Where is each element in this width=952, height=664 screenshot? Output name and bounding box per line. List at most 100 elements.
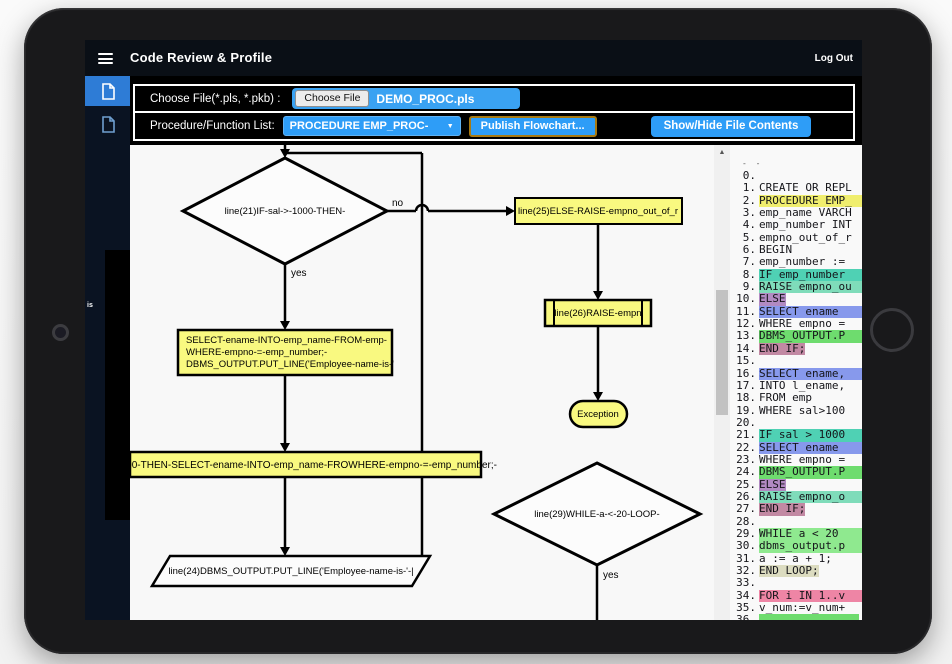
procedure-list-label: Procedure/Function List: — [150, 120, 275, 132]
camera-icon — [52, 324, 69, 341]
node-label: DBMS_OUTPUT.PUT_LINE('Employee-name-is-' — [186, 359, 394, 370]
code-line: 17.INTO l_ename, — [736, 379, 846, 392]
code-line: 21.IF sal > 1000 — [730, 429, 862, 442]
tablet-frame: Code Review & Profile Log Out — [24, 8, 932, 654]
arrowhead-icon — [593, 291, 603, 300]
arrowhead-icon — [280, 443, 290, 452]
edge-label-no: no — [392, 198, 404, 209]
edge-label-yes: yes — [603, 570, 619, 581]
code-line: 6.BEGIN — [742, 244, 793, 257]
hamburger-menu-icon[interactable] — [98, 53, 113, 64]
node-output-parallelogram: line(24)DBMS_OUTPUT.PUT_LINE('Employee-n… — [149, 554, 433, 588]
chevron-down-icon: ▼ — [446, 122, 454, 130]
sidebar: is — [85, 76, 130, 620]
sidebar-item-file-1[interactable] — [85, 76, 130, 106]
code-line: 24.DBMS_OUTPUT.P — [730, 466, 862, 479]
code-line: 20. — [736, 416, 756, 429]
code-line: 10.ELSE — [736, 293, 786, 306]
code-line: 28. — [736, 515, 756, 528]
logout-button[interactable]: Log Out — [814, 53, 853, 64]
node-label: line(25)ELSE-RAISE-empno_out_of_r — [518, 206, 678, 217]
node-label: line(21)IF-sal->-1000-THEN- — [225, 206, 346, 217]
code-line: 0. — [742, 170, 756, 182]
publish-flowchart-button[interactable]: Publish Flowchart... — [468, 115, 597, 137]
code-line: 15. — [736, 355, 756, 368]
home-button[interactable] — [870, 308, 914, 352]
code-line: 3.emp_name VARCH — [742, 207, 852, 220]
document-icon — [101, 115, 115, 133]
app-screen: Code Review & Profile Log Out — [85, 40, 862, 620]
code-line: 36. — [730, 614, 862, 620]
arrowhead-icon — [280, 547, 290, 556]
code-line: 22.SELECT ename — [730, 441, 862, 454]
node-label: line(24)DBMS_OUTPUT.PUT_LINE('Employee-n… — [168, 566, 413, 577]
node-while-diamond: line(29)WHILE-a-<-20-LOOP- — [490, 461, 704, 567]
node-if-diamond: line(21)IF-sal->-1000-THEN- — [179, 156, 391, 266]
node-assign-wide: 1000-THEN-SELECT-ename-INTO-emp_name-FRO… — [130, 450, 497, 479]
arrowhead-icon — [280, 149, 290, 158]
scroll-up-icon[interactable]: ▲ — [718, 149, 726, 156]
node-exception: Exception — [568, 399, 629, 429]
code-line: 14.END IF; — [736, 342, 806, 356]
scrollbar-thumb[interactable] — [716, 290, 728, 415]
code-scrollbar[interactable]: ▲ — [714, 145, 730, 620]
node-label: line(26)RAISE-empn — [554, 308, 641, 319]
node-label: SELECT-ename-INTO-emp_name-FROM-emp- — [186, 335, 387, 346]
choose-file-label: Choose File(*.pls, *.pkb) : — [150, 92, 281, 105]
code-line: 29.WHILE a < 20 — [730, 527, 862, 541]
code-line: 4.emp_number INT — [742, 219, 852, 232]
flowchart-canvas: line(21)IF-sal->-1000-THEN- no yes line(… — [130, 145, 862, 620]
code-top-fragment: - - — [742, 159, 763, 168]
code-line: 1.CREATE OR REPL — [742, 182, 852, 195]
file-row: Choose File(*.pls, *.pkb) : Choose File … — [135, 86, 853, 113]
code-line: 18.FROM emp — [736, 392, 812, 405]
node-label: line(29)WHILE-a-<-20-LOOP- — [534, 509, 659, 520]
edge-label-yes: yes — [291, 268, 307, 279]
toggle-file-contents-button[interactable]: Show/Hide File Contents — [650, 115, 812, 137]
arrowhead-icon — [280, 321, 290, 330]
code-line: 13.DBMS_OUTPUT.P — [730, 330, 862, 343]
sidebar-panel-strip — [105, 250, 130, 520]
code-line: 9.RAISE empno_ou — [730, 281, 862, 294]
selected-file-name: DEMO_PROC.pls — [376, 91, 475, 106]
choose-file-button[interactable]: Choose File — [295, 90, 370, 107]
code-line: 2.PROCEDURE EMP_ — [730, 194, 862, 208]
code-line: 25.ELSE — [736, 478, 786, 491]
code-line: 30.dbms_output.p — [730, 540, 862, 553]
code-line: 26.RAISE empno_o — [730, 490, 862, 504]
toolbar: Choose File(*.pls, *.pkb) : Choose File … — [130, 76, 862, 145]
code-line: 32.END LOOP; — [736, 565, 819, 578]
file-input[interactable]: Choose File DEMO_PROC.pls — [292, 88, 521, 109]
node-label: WHERE-empno-=-emp_number;- — [186, 347, 327, 358]
edge-hop-arc — [414, 203, 430, 212]
app-header: Code Review & Profile Log Out — [85, 40, 862, 76]
toolbar-group: Choose File(*.pls, *.pkb) : Choose File … — [133, 84, 855, 141]
document-icon — [101, 82, 115, 100]
code-line: 23.WHERE empno = — [736, 453, 846, 466]
code-line: 5.empno_out_of_r — [742, 231, 852, 244]
procedure-select-value: PROCEDURE EMP_PROC- — [289, 120, 429, 132]
node-select-process: SELECT-ename-INTO-emp_name-FROM-emp- WHE… — [176, 328, 394, 377]
code-line: 35.v_num:=v_num+ — [736, 602, 846, 615]
flow-arrowheads — [280, 149, 603, 556]
code-line: 19.WHERE sal>100 — [736, 404, 846, 417]
code-line: 11.SELECT ename — [730, 305, 862, 319]
code-line: 31.a := a + 1; — [736, 552, 832, 565]
page-title: Code Review & Profile — [130, 50, 273, 65]
code-line: 33. — [736, 577, 756, 590]
sidebar-text-fragment: is — [87, 302, 93, 309]
code-line: 8.IF emp_number — [730, 268, 862, 282]
code-line: 12.WHERE empno = — [736, 318, 846, 331]
arrowhead-icon — [506, 206, 515, 216]
node-else-raise: line(25)ELSE-RAISE-empno_out_of_r — [514, 197, 683, 225]
node-raise-predefined: line(26)RAISE-empn — [543, 298, 653, 328]
node-label: Exception — [577, 409, 619, 420]
code-line: 34.FOR i IN 1..v — [730, 589, 862, 603]
code-line: 27.END IF; — [736, 503, 806, 516]
flow-edges — [283, 145, 600, 620]
sidebar-item-file-2[interactable] — [85, 109, 130, 139]
procedure-select[interactable]: PROCEDURE EMP_PROC- ▼ — [282, 116, 461, 136]
